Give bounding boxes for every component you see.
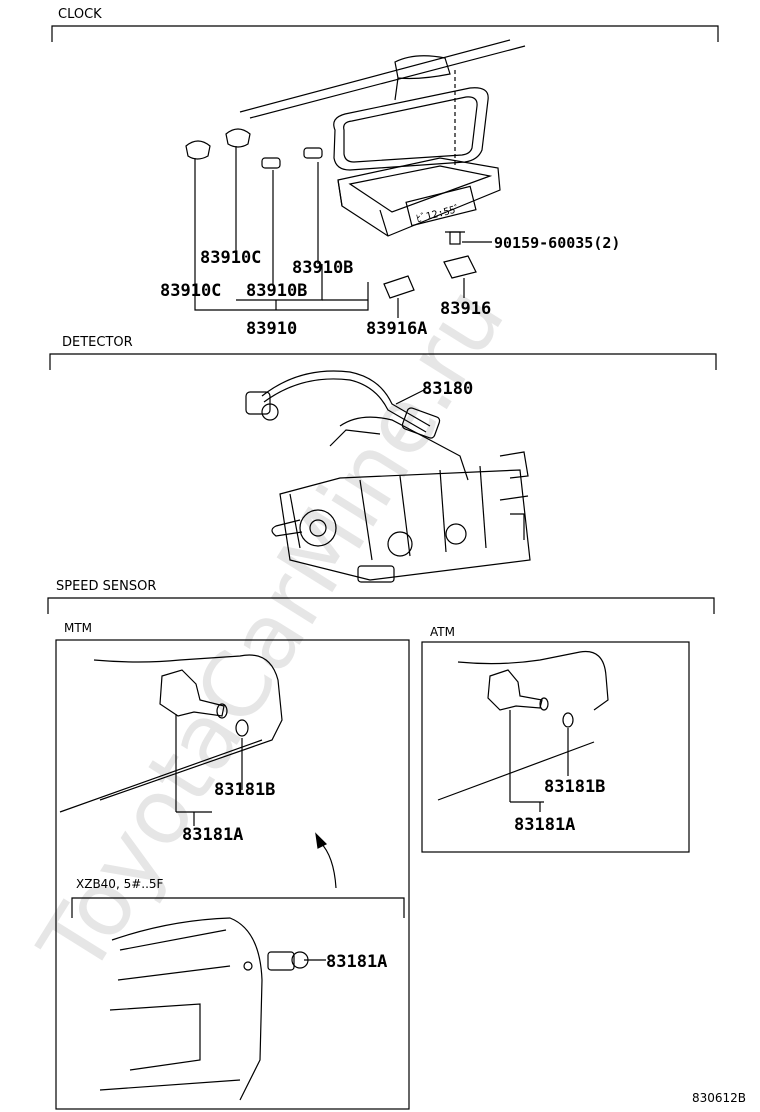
label-83910C-lower: 83910C [160, 281, 221, 301]
label-83910: 83910 [246, 319, 297, 339]
svg-text:ﾋﾞ12:55ﾞ: ﾋﾞ12:55ﾞ [415, 203, 461, 225]
atm-panel: ATM 83181B 83181A [421, 625, 690, 853]
clock-assembly-icon: ﾋﾞ12:55ﾞ [185, 39, 526, 299]
xzb-speed-sensor-icon [99, 917, 309, 1101]
label-83181A-xzb: 83181A [326, 952, 387, 972]
label-90159-60035: 90159-60035(2) [494, 234, 620, 252]
mtm-panel: MTM 83181B 83181A XZB40, 5#..5F [55, 621, 410, 1110]
label-83180: 83180 [422, 379, 473, 399]
leader-83180 [395, 389, 425, 405]
label-83181A-atm: 83181A [514, 815, 575, 835]
clock-section-bracket [51, 25, 719, 42]
clock-leader-lines [194, 146, 492, 318]
detector-section: DETECTOR [49, 335, 717, 583]
speed-sensor-section: SPEED SENSOR MTM 83181B 83181A [47, 579, 715, 1110]
detector-pump-icon [245, 370, 531, 583]
speed-sensor-section-label: SPEED SENSOR [56, 579, 156, 594]
label-83181B-atm: 83181B [544, 777, 605, 797]
xzb-bracket [71, 897, 405, 918]
atm-speed-sensor-icon [437, 650, 609, 812]
label-83916A: 83916A [366, 319, 427, 339]
atm-label: ATM [430, 625, 455, 639]
clock-section-label: CLOCK [58, 7, 102, 22]
label-83910C-upper: 83910C [200, 248, 261, 268]
speed-sensor-icon [59, 654, 337, 889]
xzb-label: XZB40, 5#..5F [76, 877, 164, 891]
label-83181A-mtm: 83181A [182, 825, 243, 845]
label-83181B-mtm: 83181B [214, 780, 275, 800]
speed-sensor-section-bracket [47, 597, 715, 614]
detector-section-label: DETECTOR [62, 335, 133, 350]
mtm-label: MTM [64, 621, 92, 635]
label-83910B-lower: 83910B [246, 281, 307, 301]
clock-section: CLOCK ﾋﾞ12:55ﾞ [51, 7, 719, 339]
figure-id: 830612B [692, 1091, 746, 1105]
detector-section-bracket [49, 353, 717, 370]
label-83910B-upper: 83910B [292, 258, 353, 278]
label-83916: 83916 [440, 299, 491, 319]
